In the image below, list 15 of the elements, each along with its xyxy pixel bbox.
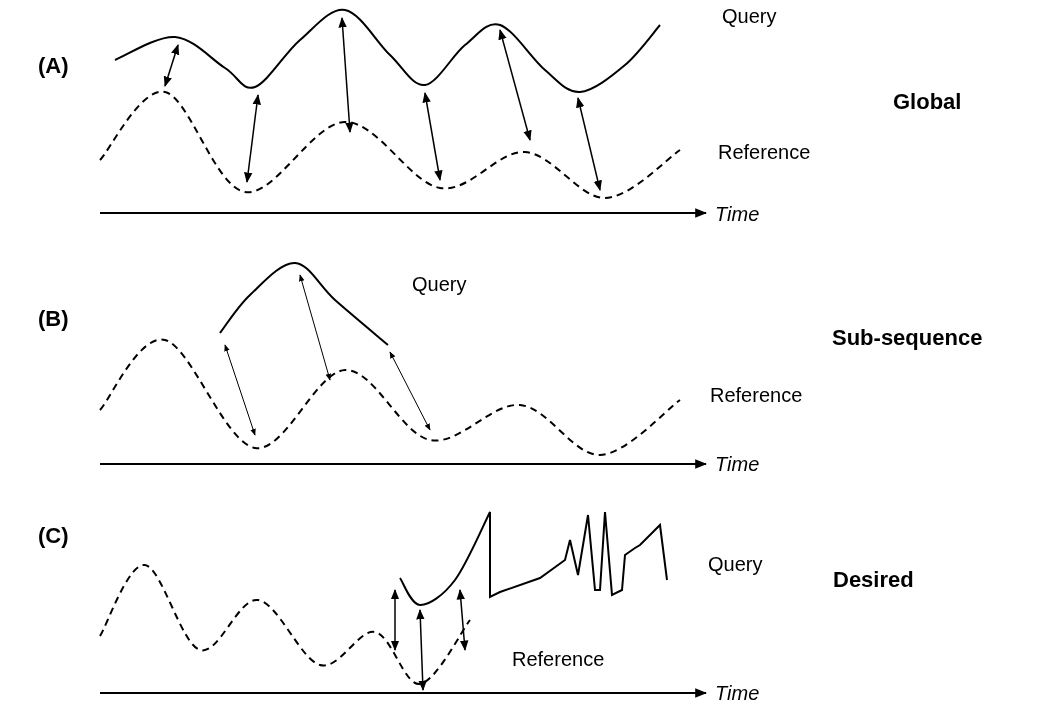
panel-label: (A) bbox=[38, 52, 69, 80]
category-label: Sub-sequence bbox=[832, 324, 983, 352]
curve-label: Reference bbox=[512, 647, 605, 672]
curve-label: Query bbox=[722, 4, 777, 29]
curve-label: Reference bbox=[718, 140, 811, 165]
category-label: Desired bbox=[833, 566, 914, 594]
panel-label: (C) bbox=[38, 522, 69, 550]
axis-label: Time bbox=[715, 452, 760, 477]
curve-label: Reference bbox=[710, 383, 803, 408]
category-label: Global bbox=[893, 88, 962, 116]
axis-label: Time bbox=[715, 681, 760, 706]
panel-label: (B) bbox=[38, 305, 69, 333]
axis-label: Time bbox=[715, 202, 760, 227]
curve-label: Query bbox=[412, 272, 467, 297]
curve-label: Query bbox=[708, 552, 763, 577]
